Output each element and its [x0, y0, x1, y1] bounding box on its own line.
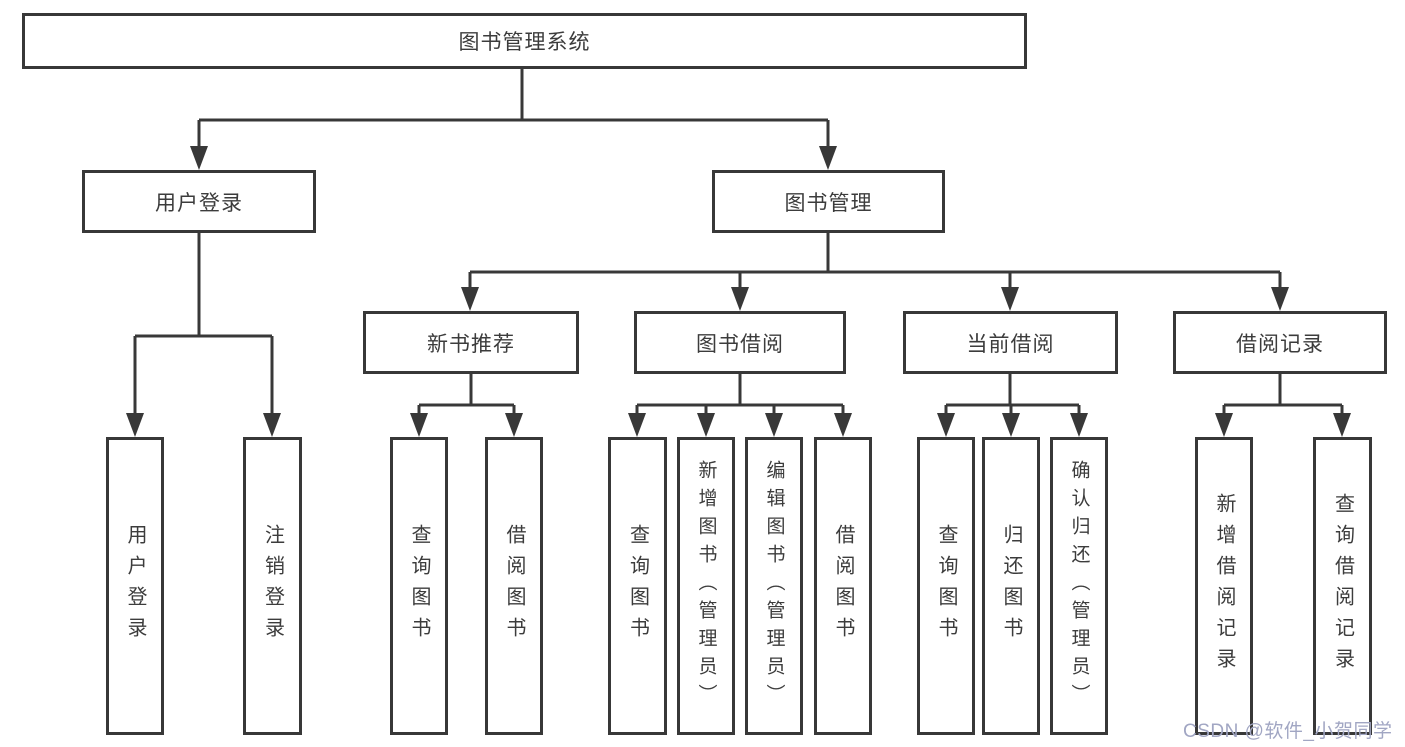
leaf-add-books-admin: 新增图书（管理员） [677, 437, 735, 735]
leaf-add-borrow-record: 新增借阅记录 [1195, 437, 1253, 735]
leaf-logout: 注销登录 [243, 437, 302, 735]
leaf-borrow-books: 借阅图书 [814, 437, 872, 735]
leaf-edit-books-admin: 编辑图书（管理员） [745, 437, 803, 735]
node-user-login: 用户登录 [82, 170, 316, 233]
leaf-borrow-books-recommend: 借阅图书 [485, 437, 543, 735]
node-borrowing-records: 借阅记录 [1173, 311, 1387, 374]
node-root-system: 图书管理系统 [22, 13, 1027, 69]
tree-edges [133, 69, 1344, 417]
node-book-management: 图书管理 [712, 170, 945, 233]
arrowheads [126, 146, 1351, 437]
leaf-user-login: 用户登录 [106, 437, 164, 735]
node-current-borrowing: 当前借阅 [903, 311, 1118, 374]
leaf-query-borrow-record: 查询借阅记录 [1313, 437, 1372, 735]
node-book-borrowing: 图书借阅 [634, 311, 846, 374]
node-new-book-recommend: 新书推荐 [363, 311, 579, 374]
leaf-query-books-borrowing: 查询图书 [608, 437, 667, 735]
leaf-confirm-return-admin: 确认归还（管理员） [1050, 437, 1108, 735]
leaf-query-books-current: 查询图书 [917, 437, 975, 735]
leaf-query-books-recommend: 查询图书 [390, 437, 448, 735]
leaf-return-books: 归还图书 [982, 437, 1040, 735]
csdn-watermark: CSDN @软件_小贺同学 [1183, 721, 1393, 742]
